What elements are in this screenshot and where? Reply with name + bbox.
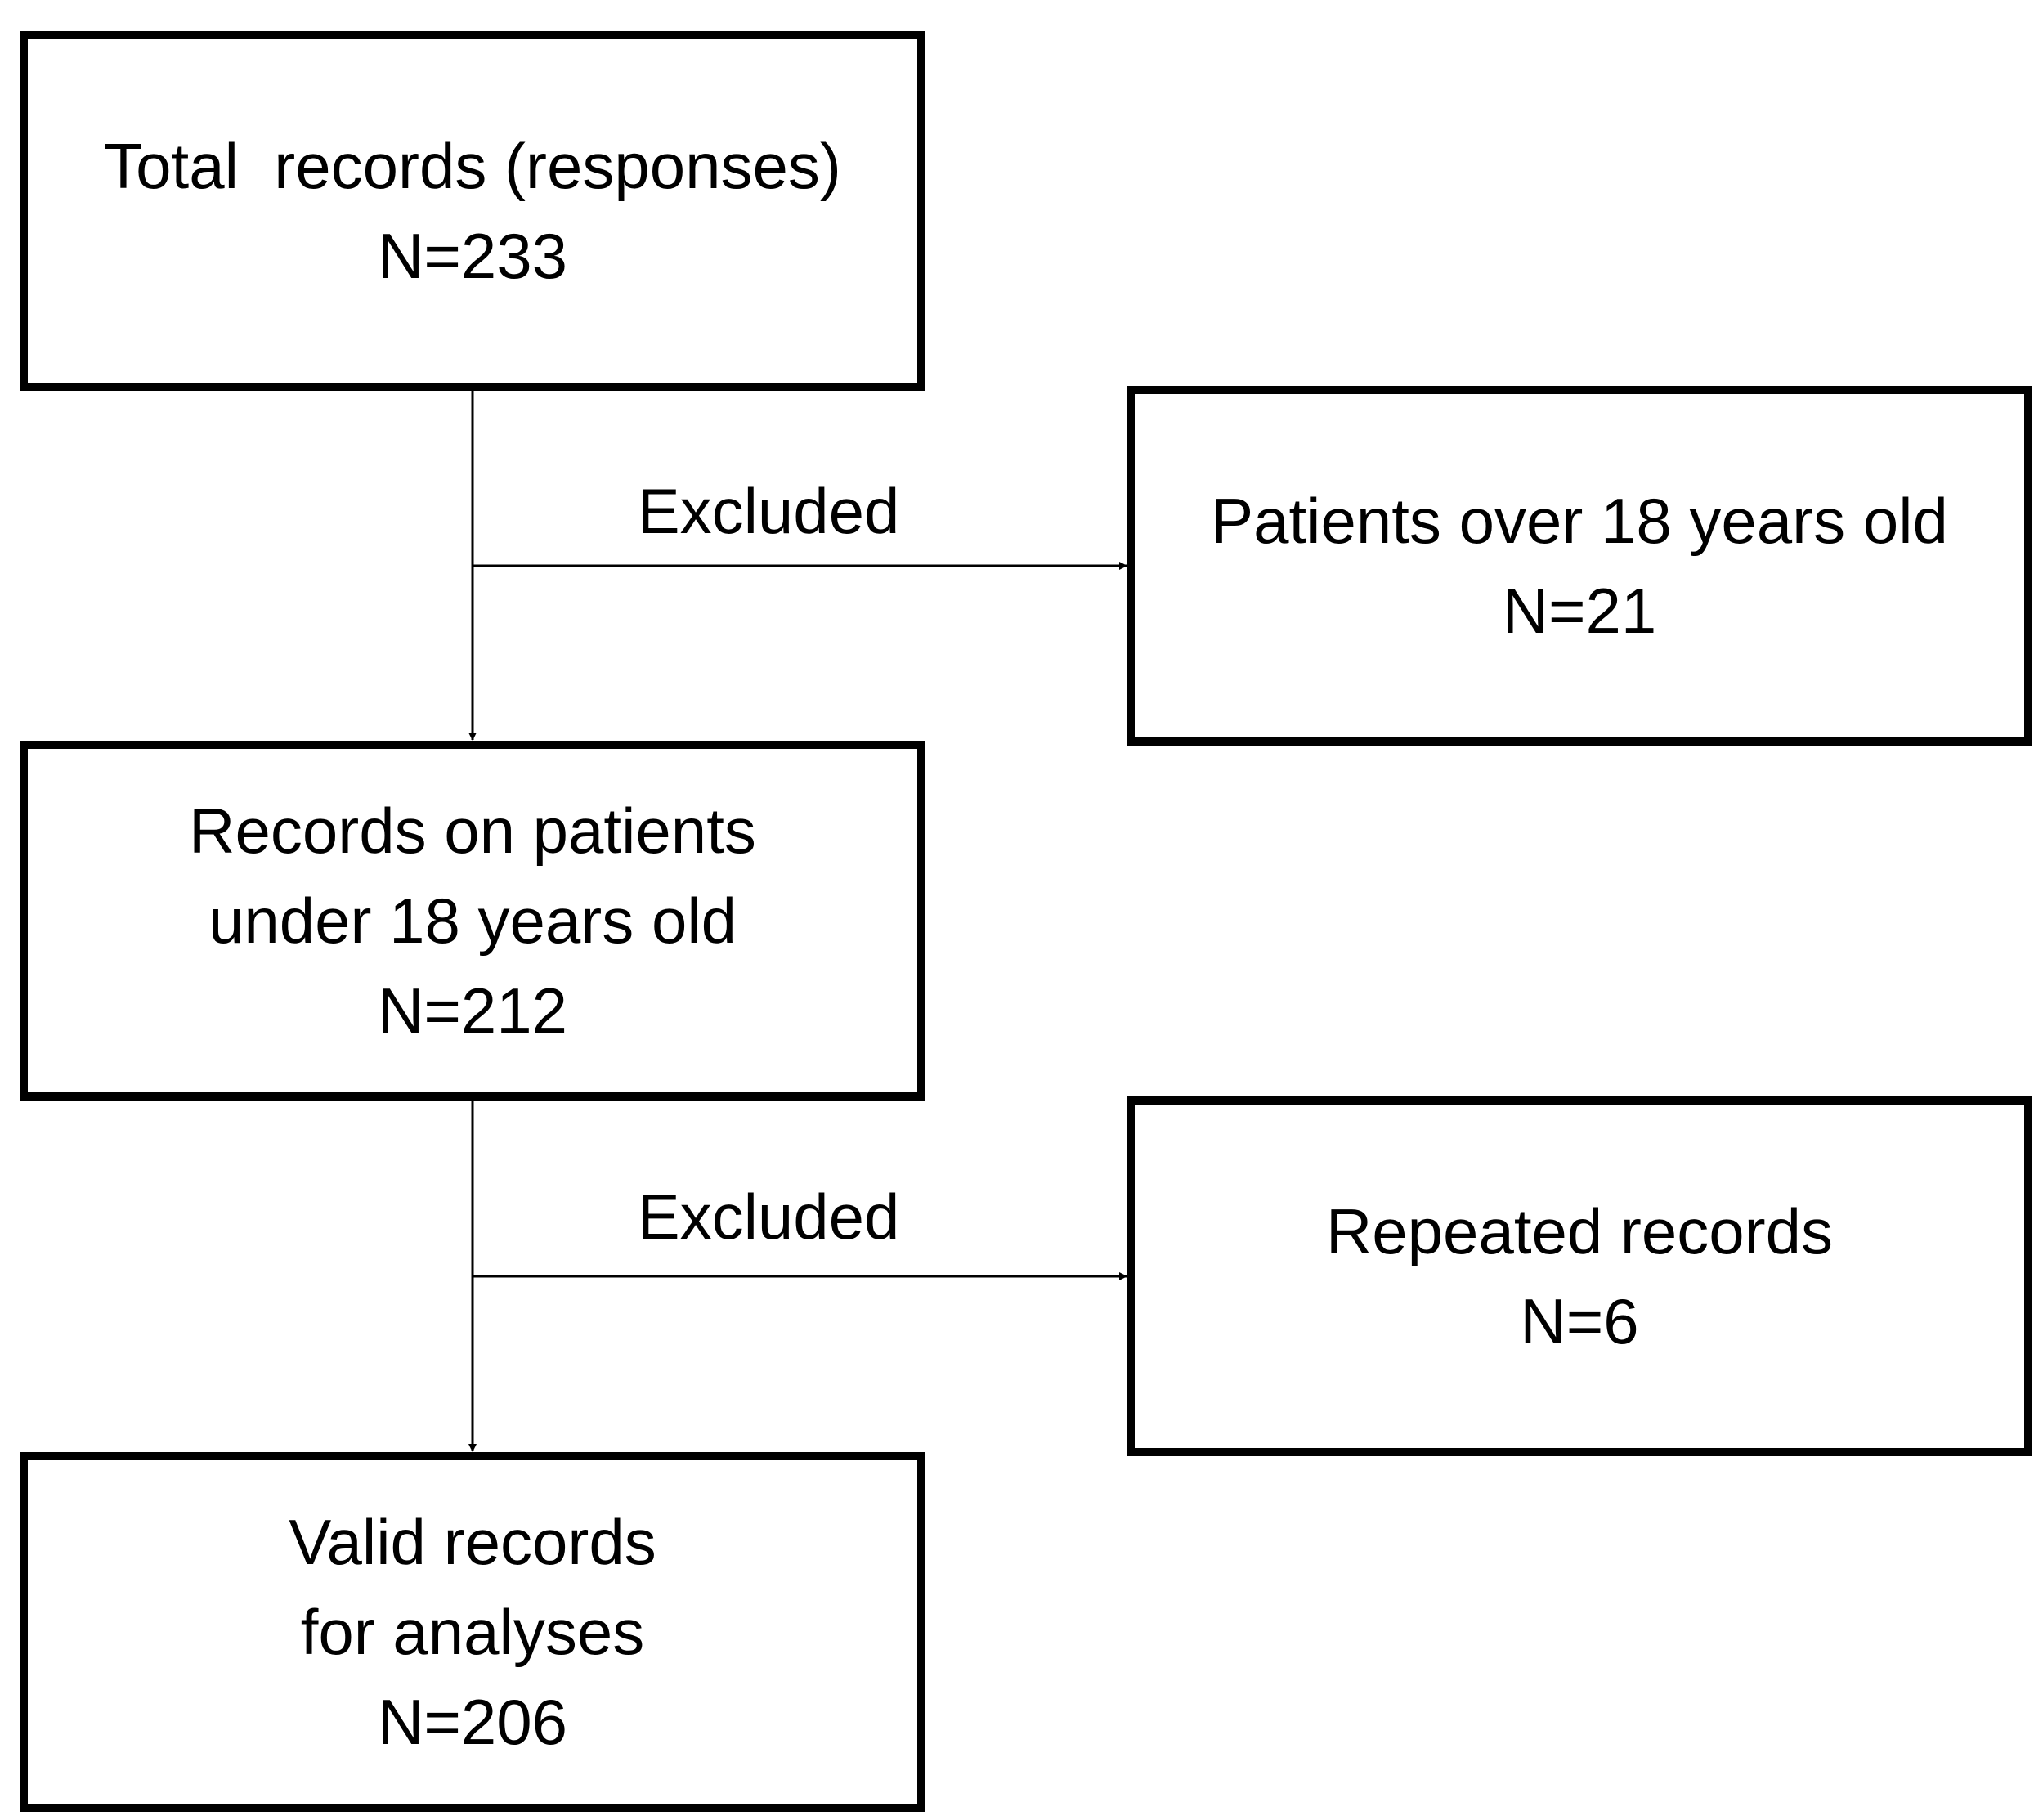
node-excluded-over-18-label: Patients over 18 years old: [1211, 485, 1948, 557]
node-valid-records-label-line-1: Valid records: [289, 1506, 656, 1578]
node-total-records-label: Total records (responses): [104, 130, 841, 202]
node-valid-records-label-line-2: for analyses: [300, 1596, 645, 1668]
edge-label-excluded-2: Excluded: [637, 1181, 900, 1253]
node-total-records: Total records (responses) N=233: [20, 31, 925, 391]
edge-label-excluded-1: Excluded: [637, 475, 900, 547]
node-total-records-count: N=233: [377, 220, 568, 292]
node-under-18-records: Records on patients under 18 years old N…: [20, 741, 925, 1101]
node-under-18-label-line-2: under 18 years old: [208, 885, 737, 957]
node-under-18-label-line-1: Records on patients: [189, 795, 756, 867]
node-repeated-records-count: N=6: [1520, 1285, 1639, 1357]
node-repeated-records: Repeated records N=6: [1127, 1096, 2032, 1456]
node-valid-records-count: N=206: [377, 1686, 568, 1758]
node-valid-records: Valid records for analyses N=206: [20, 1452, 925, 1812]
node-excluded-over-18-count: N=21: [1502, 575, 1657, 647]
node-under-18-count: N=212: [377, 975, 568, 1047]
node-repeated-records-label: Repeated records: [1325, 1195, 1834, 1267]
node-excluded-over-18: Patients over 18 years old N=21: [1127, 386, 2032, 746]
